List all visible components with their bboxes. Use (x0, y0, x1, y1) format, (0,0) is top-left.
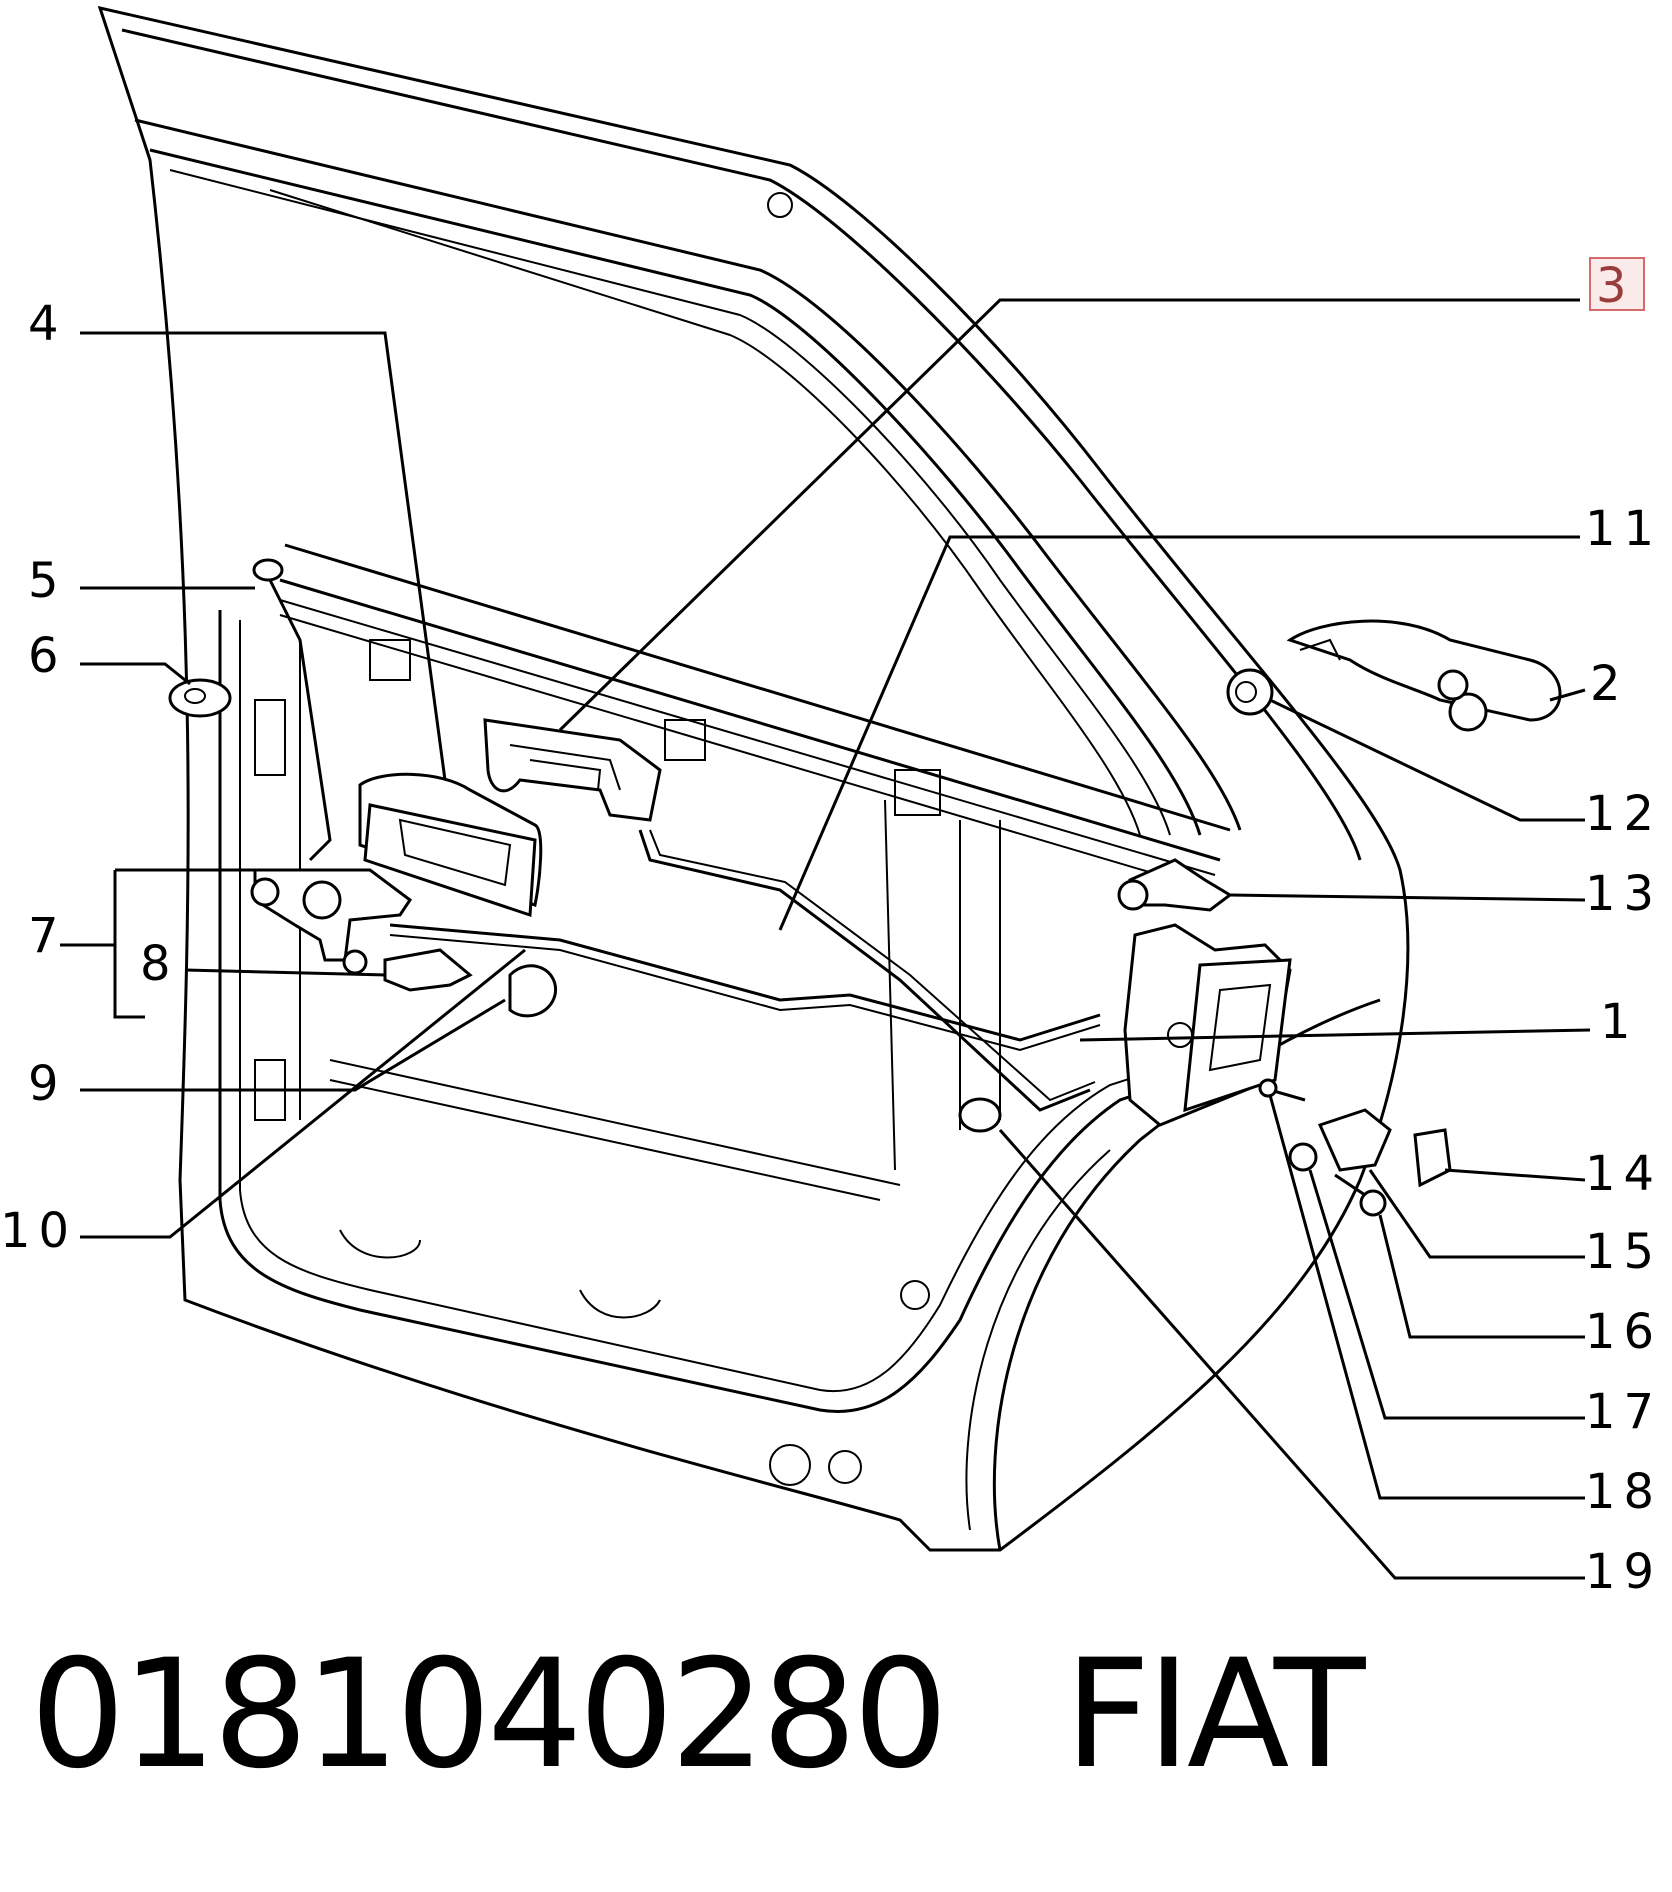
leader-lines (60, 298, 1591, 1580)
callout-1: 1 (1600, 994, 1639, 1050)
callout-11: 11 (1585, 501, 1662, 557)
part-caption: 0181040280 FIAT (30, 1628, 1365, 1802)
brand-name: FIAT (1064, 1628, 1365, 1802)
callout-19: 19 (1585, 1544, 1662, 1600)
callout-14: 14 (1585, 1146, 1662, 1202)
callout-16: 16 (1585, 1304, 1662, 1360)
callout-7: 7 (28, 908, 67, 964)
part-number: 0181040280 (30, 1628, 948, 1802)
callout-15: 15 (1585, 1224, 1662, 1280)
callout-4: 4 (28, 296, 67, 352)
callout-8: 8 (140, 936, 179, 992)
callout-3[interactable]: 3 (1596, 258, 1635, 314)
callout-10: 10 (0, 1203, 77, 1259)
parts (168, 558, 1562, 1217)
callout-labels: 3 4 5 6 7 8 9 10 11 2 12 13 1 14 15 16 1… (0, 257, 1662, 1600)
callout-13: 13 (1585, 866, 1662, 922)
callout-17: 17 (1585, 1384, 1662, 1440)
callout-18: 18 (1585, 1464, 1662, 1520)
callout-3-highlight[interactable] (1589, 257, 1645, 311)
callout-5: 5 (28, 553, 67, 609)
door-shell (97, 5, 1410, 1552)
callout-6: 6 (28, 628, 67, 684)
callout-12: 12 (1585, 786, 1662, 842)
callout-9: 9 (28, 1056, 67, 1112)
callout-2: 2 (1590, 656, 1629, 712)
